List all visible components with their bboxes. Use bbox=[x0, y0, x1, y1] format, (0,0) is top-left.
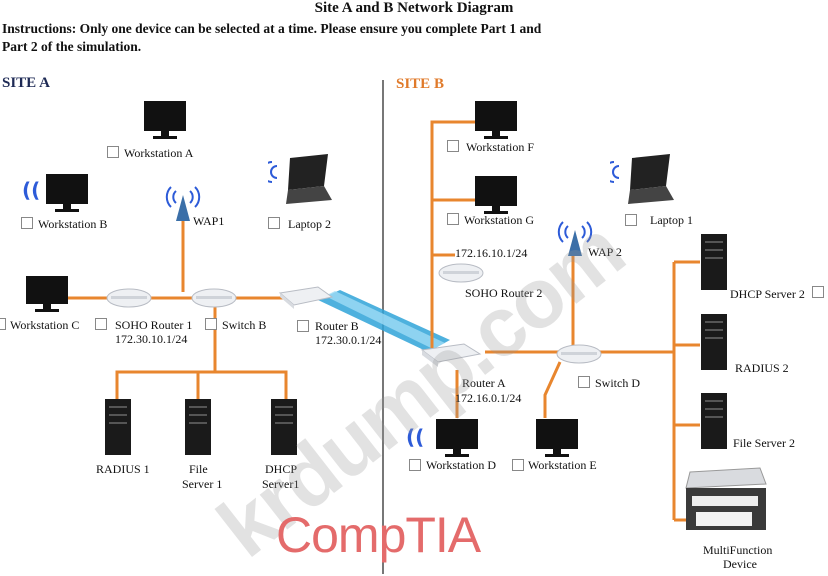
switch-icon bbox=[190, 287, 238, 314]
workstation-f-label: Workstation F bbox=[466, 140, 535, 154]
file-server-2-label: File Server 2 bbox=[733, 436, 795, 450]
monitor-icon bbox=[45, 173, 89, 218]
workstation-d-checkbox[interactable] bbox=[409, 459, 421, 471]
wireless-access-point-icon bbox=[163, 177, 203, 227]
switch-d-checkbox[interactable] bbox=[578, 376, 590, 388]
monitor-icon bbox=[474, 100, 518, 145]
laptop-icon bbox=[261, 150, 334, 211]
dhcp-server-2-checkbox[interactable] bbox=[812, 286, 824, 298]
monitor-icon bbox=[25, 275, 69, 320]
switch-b-label: Switch B bbox=[222, 318, 267, 332]
workstation-b-label: Workstation B bbox=[38, 217, 108, 231]
switch-icon bbox=[555, 343, 603, 370]
laptop-1-checkbox[interactable] bbox=[625, 214, 637, 226]
mfd-label-1: MultiFunction bbox=[703, 543, 773, 557]
wireless-access-point-icon bbox=[555, 212, 595, 262]
wireless-icon: (( bbox=[406, 425, 425, 449]
soho-router-1-ip: 172.30.10.1/24 bbox=[115, 332, 188, 346]
workstation-d-label: Workstation D bbox=[426, 458, 497, 472]
server-icon bbox=[700, 392, 728, 455]
file-server-1-label-2: Server 1 bbox=[182, 477, 223, 491]
server-icon bbox=[700, 313, 728, 376]
radius-2-label: RADIUS 2 bbox=[735, 361, 789, 375]
soho-router-2-label: SOHO Router 2 bbox=[465, 286, 543, 300]
workstation-g-label: Workstation G bbox=[464, 213, 535, 227]
server-icon bbox=[104, 398, 132, 461]
printer-icon bbox=[680, 462, 770, 547]
site-a-heading: SITE A bbox=[2, 75, 50, 91]
mfd-label-2: Device bbox=[723, 557, 757, 571]
wireless-icon: (( bbox=[22, 178, 41, 202]
dhcp-server-1-label-2: Server1 bbox=[262, 477, 300, 491]
workstation-c-label: Workstation C bbox=[10, 318, 80, 332]
workstation-e-label: Workstation E bbox=[528, 458, 597, 472]
server-icon bbox=[270, 398, 298, 461]
switch-b-checkbox[interactable] bbox=[205, 318, 217, 330]
dhcp-server-1-label-1: DHCP bbox=[265, 462, 298, 476]
router-icon bbox=[420, 342, 482, 375]
router-a-ip: 172.16.0.1/24 bbox=[455, 391, 522, 405]
soho-router-2-ip: 172.16.10.1/24 bbox=[455, 246, 528, 260]
soho-router-1-checkbox[interactable] bbox=[95, 318, 107, 330]
site-b-heading: SITE B bbox=[396, 76, 444, 92]
instructions-line-1: Instructions: Only one device can be sel… bbox=[2, 21, 542, 36]
wap1-label: WAP1 bbox=[193, 214, 225, 228]
soho-router-1-label: SOHO Router 1 bbox=[115, 318, 193, 332]
server-icon bbox=[184, 398, 212, 461]
server-icon bbox=[700, 233, 728, 296]
comptia-logo: CompTIA bbox=[276, 507, 481, 563]
monitor-icon bbox=[143, 100, 187, 145]
laptop-1-label: Laptop 1 bbox=[650, 213, 693, 227]
router-icon bbox=[278, 285, 334, 316]
router-b-label: Router B bbox=[315, 319, 359, 333]
router-icon bbox=[437, 262, 485, 289]
workstation-a-checkbox[interactable] bbox=[107, 146, 119, 158]
workstation-f-checkbox[interactable] bbox=[447, 140, 459, 152]
site-a-links bbox=[68, 220, 288, 400]
router-icon bbox=[105, 287, 153, 314]
monitor-icon bbox=[435, 418, 479, 463]
page-title: Site A and B Network Diagram bbox=[314, 0, 514, 16]
site-b-links bbox=[430, 120, 700, 522]
laptop-2-checkbox[interactable] bbox=[268, 217, 280, 229]
workstation-g-checkbox[interactable] bbox=[447, 213, 459, 225]
switch-d-label: Switch D bbox=[595, 376, 640, 390]
router-b-checkbox[interactable] bbox=[297, 320, 309, 332]
file-server-1-label-1: File bbox=[189, 462, 208, 476]
workstation-c-checkbox[interactable] bbox=[0, 318, 6, 330]
instructions-line-2: Part 2 of the simulation. bbox=[2, 39, 142, 54]
workstation-e-checkbox[interactable] bbox=[512, 459, 524, 471]
monitor-icon bbox=[474, 175, 518, 220]
workstation-b-checkbox[interactable] bbox=[21, 217, 33, 229]
laptop-icon bbox=[603, 150, 676, 211]
router-a-label: Router A bbox=[462, 376, 506, 390]
dhcp-server-2-label: DHCP Server 2 bbox=[730, 287, 805, 301]
wap2-label: WAP 2 bbox=[588, 245, 622, 259]
monitor-icon bbox=[535, 418, 579, 463]
laptop-2-label: Laptop 2 bbox=[288, 217, 331, 231]
router-b-ip: 172.30.0.1/24 bbox=[315, 333, 382, 347]
workstation-a-label: Workstation A bbox=[124, 146, 194, 160]
radius-1-label: RADIUS 1 bbox=[96, 462, 150, 476]
instructions: Instructions: Only one device can be sel… bbox=[2, 20, 702, 56]
